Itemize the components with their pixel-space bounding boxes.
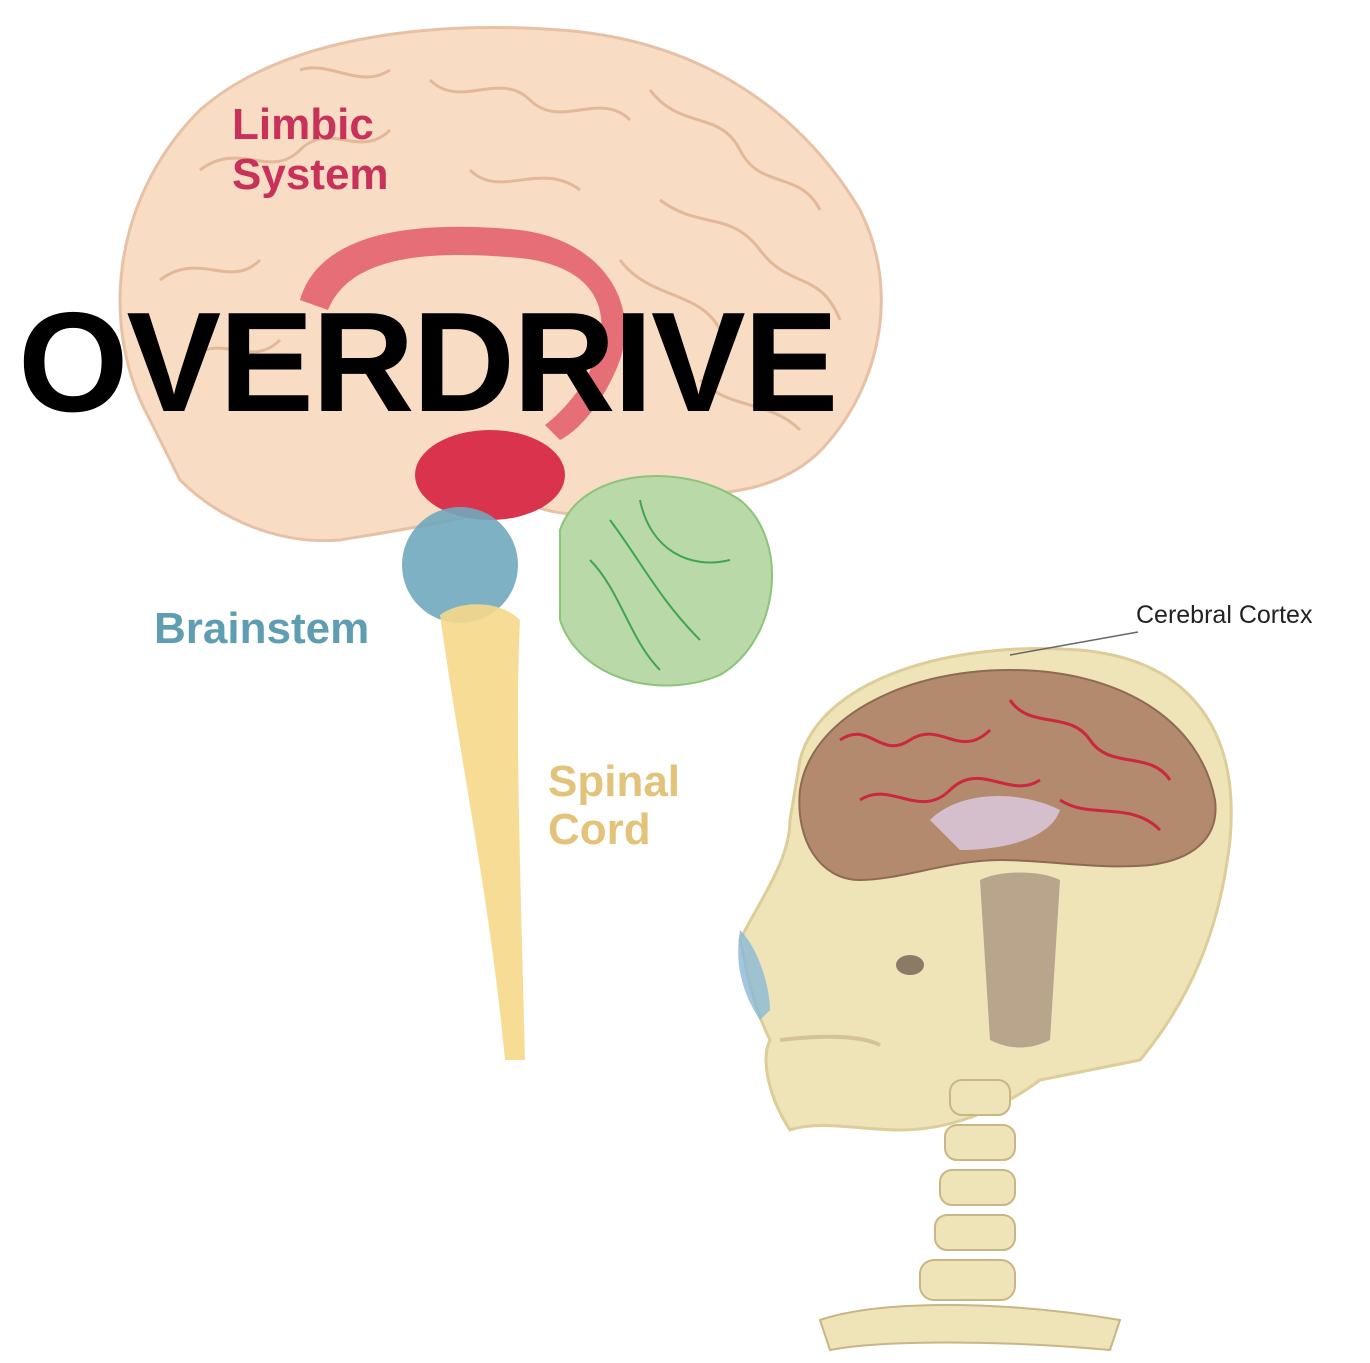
brainstem-structure (402, 507, 518, 623)
overdrive-title: OVERDRIVE (18, 288, 836, 438)
head-model (738, 632, 1231, 1350)
limbic-line-1: Limbic (232, 100, 374, 149)
spinal-cord (440, 604, 525, 1060)
spinal-line-2: Cord (548, 805, 651, 854)
amygdala (415, 430, 565, 520)
limbic-system-label: Limbic System (232, 100, 389, 200)
limbic-line-2: System (232, 150, 389, 199)
cerebral-cortex-label: Cerebral Cortex (1136, 600, 1312, 630)
spinal-line-1: Spinal (548, 757, 680, 806)
spinal-cord-label: Spinal Cord (548, 758, 680, 854)
brainstem-label: Brainstem (154, 604, 369, 654)
cerebellum (560, 476, 772, 686)
